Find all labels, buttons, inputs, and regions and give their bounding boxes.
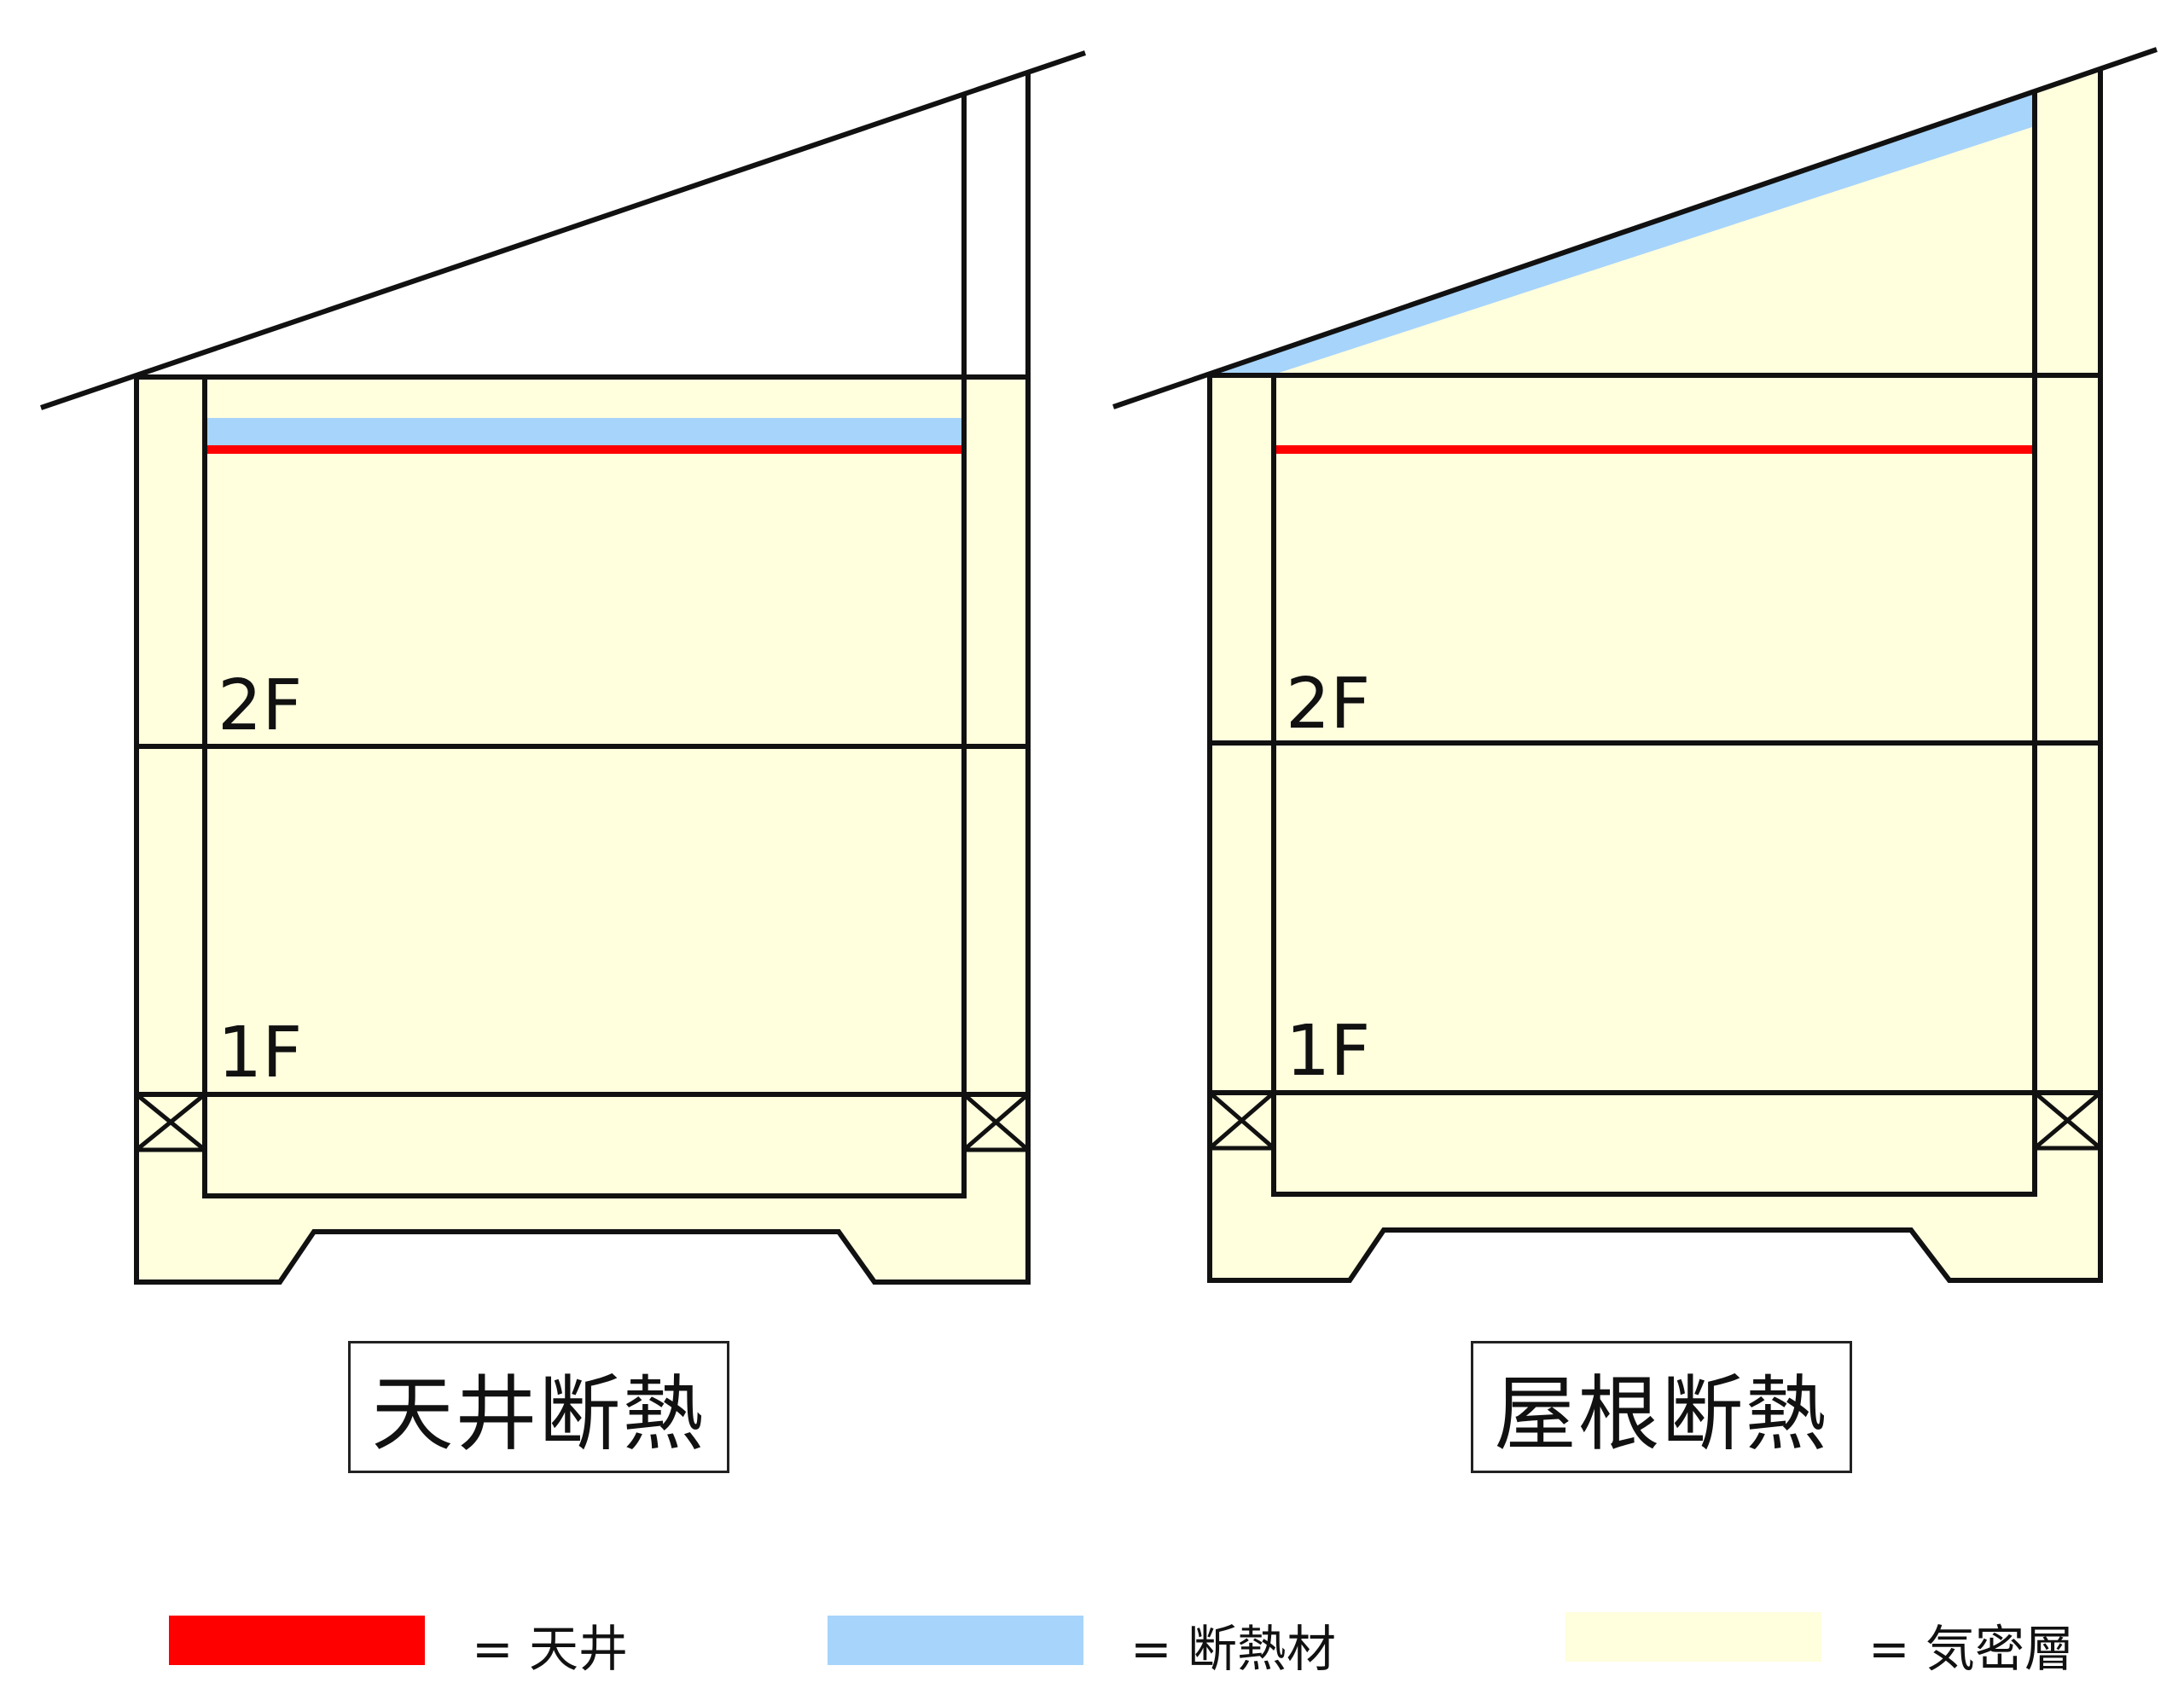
right-ceiling-line bbox=[1276, 445, 2032, 454]
left-airtight-zone bbox=[136, 377, 1028, 1282]
legend-insulation-swatch bbox=[828, 1616, 1083, 1665]
roof-insulation-diagram: 2F 1F bbox=[1112, 47, 2158, 1283]
left-floor-label-1f: 1F bbox=[218, 1013, 302, 1094]
left-roof bbox=[40, 50, 1086, 410]
right-airtight-zone bbox=[1210, 68, 2100, 1280]
right-floor-label-1f: 1F bbox=[1286, 1011, 1370, 1092]
right-floor-label-2f: 2F bbox=[1286, 664, 1370, 745]
left-outer-wall bbox=[134, 377, 1031, 1285]
legend-ceiling-swatch bbox=[169, 1616, 425, 1665]
caption-roof-insulation: 屋根断熱 bbox=[1471, 1341, 1852, 1473]
legend-airtight-label: = 気密層 bbox=[1868, 1620, 2075, 1678]
legend-airtight-swatch bbox=[1565, 1612, 1821, 1662]
left-sill-right bbox=[961, 1092, 1031, 1152]
right-outer-wall bbox=[1207, 375, 2103, 1283]
left-insulation-layer bbox=[207, 418, 961, 445]
right-sill-right bbox=[2032, 1090, 2103, 1151]
caption-ceiling-insulation: 天井断熱 bbox=[348, 1341, 729, 1473]
legend-insulation-label: = 断熱材 bbox=[1130, 1620, 1337, 1678]
ceiling-insulation-diagram: 2F 1F bbox=[40, 50, 1086, 1285]
right-sill-left bbox=[1207, 1090, 1276, 1151]
legend-ceiling-label: = 天井 bbox=[472, 1620, 629, 1678]
right-roof bbox=[1112, 47, 2158, 409]
left-ceiling-line bbox=[207, 445, 961, 454]
left-sill-left bbox=[134, 1092, 207, 1152]
left-floor-label-2f: 2F bbox=[218, 665, 302, 746]
